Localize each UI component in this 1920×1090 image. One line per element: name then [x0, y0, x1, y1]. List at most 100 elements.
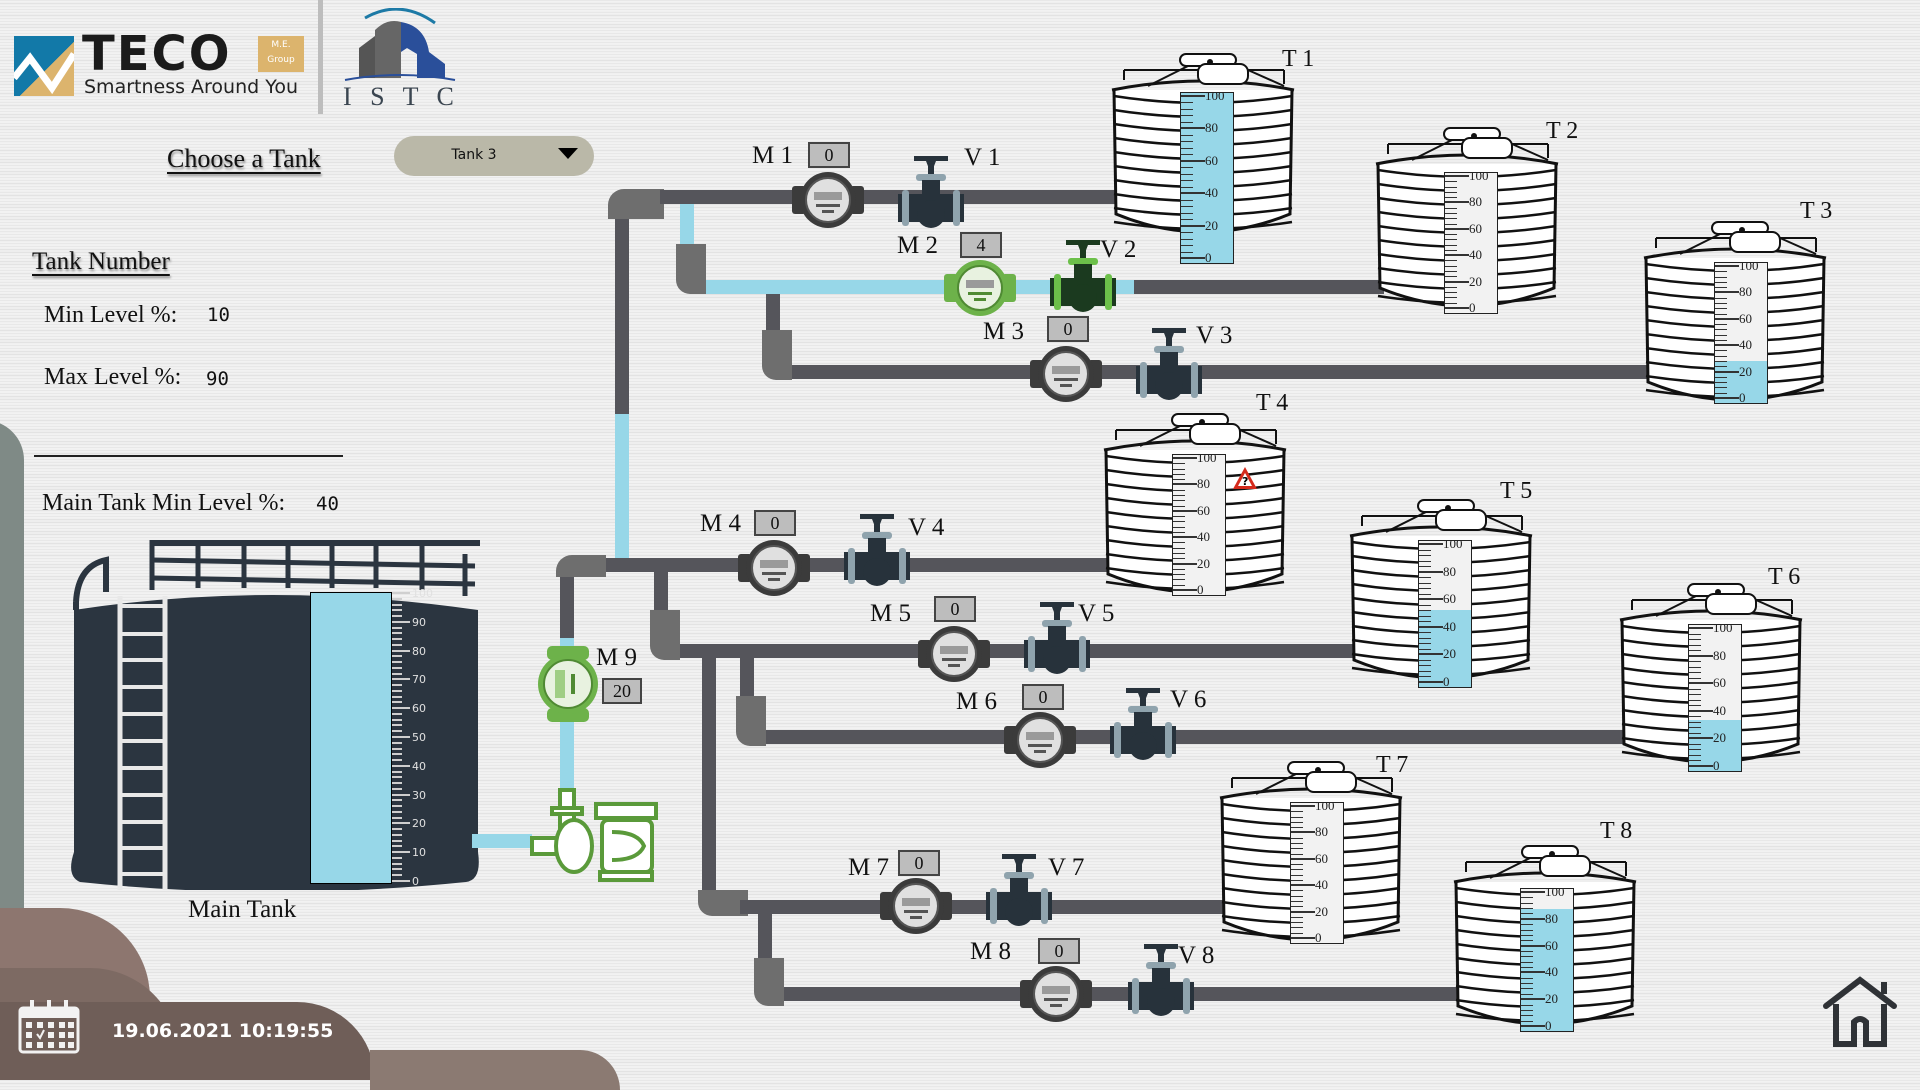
- valve-v1-label: V 1: [964, 144, 1001, 171]
- chevron-down-icon[interactable]: [558, 148, 578, 159]
- pipe-row-2-drop: [680, 204, 694, 244]
- tank-t6-water-fill: [1689, 719, 1741, 771]
- tank-scale-tick: [1689, 754, 1701, 756]
- tank-scale-tick: [1419, 543, 1443, 545]
- tank-scale-tick: [1689, 737, 1713, 740]
- valve-v5[interactable]: [1018, 598, 1096, 676]
- tank-scale-tick: [1689, 721, 1701, 723]
- tank-scale-tick: [1173, 584, 1185, 586]
- tank-t5-label: T 5: [1500, 478, 1533, 504]
- tank-scale-tick: [1445, 260, 1457, 262]
- tank-scale-tick: [1291, 831, 1315, 834]
- tank-select-dropdown[interactable]: Tank 3: [394, 136, 594, 176]
- tank-t4-warning-icon[interactable]: ?: [1232, 466, 1258, 490]
- main-tank-scale-tick: [392, 643, 402, 646]
- tank-scale-tick: [1291, 821, 1303, 823]
- tank-scale-tick: [1173, 542, 1185, 544]
- tank-scale-tick: [1181, 159, 1205, 162]
- meter-m4[interactable]: [738, 538, 810, 598]
- valve-v4[interactable]: [838, 510, 916, 588]
- tank-scale-tick: [1291, 879, 1303, 881]
- elbow-row-3: [762, 330, 792, 380]
- tank-scale-tick: [1173, 463, 1185, 465]
- tank-scale-tick: [1291, 848, 1303, 850]
- tank-scale-tick: [1419, 676, 1431, 678]
- tank-scale-tick: [1173, 473, 1185, 475]
- tank-scale-tick: [1291, 857, 1315, 860]
- tank-scale-tick: [1173, 509, 1197, 512]
- calendar-icon[interactable]: [18, 1000, 80, 1054]
- meter-m4-readout: 0: [754, 510, 796, 536]
- tank-scale-tick: [1173, 568, 1185, 570]
- tank-scale-tick: [1689, 743, 1701, 745]
- tank-scale-tick: [1173, 505, 1185, 507]
- meter-m9[interactable]: [533, 646, 603, 722]
- pipe-m9-upper: [560, 562, 574, 642]
- main-tank-scale-tick: [392, 638, 402, 641]
- pump-icon: [530, 788, 658, 882]
- valve-v1[interactable]: [892, 152, 970, 230]
- tank-scale-tick: [1521, 908, 1533, 910]
- main-tank-scale-tick: [392, 649, 410, 652]
- tank-scale-tick: [1521, 1009, 1533, 1011]
- meter-m3[interactable]: [1030, 344, 1102, 404]
- tank-scale-tick: [1291, 874, 1303, 876]
- valve-v3[interactable]: [1130, 324, 1208, 402]
- tank-scale-tick: [1181, 206, 1193, 208]
- main-tank-scale-tick: [392, 880, 410, 882]
- tank-scale-label: 40: [1315, 877, 1328, 893]
- tank-scale-tick: [1715, 329, 1727, 331]
- tank-scale-tick: [1445, 239, 1457, 241]
- meter-m2[interactable]: [944, 258, 1016, 318]
- tank-scale-tick: [1445, 201, 1469, 204]
- tank-scale-tick: [1445, 286, 1457, 288]
- tank-scale-tick: [1291, 842, 1303, 844]
- main-tank-scale-tick: [392, 816, 402, 819]
- main-tank-scale-tick: [392, 868, 402, 871]
- tank-scale-tick: [1291, 910, 1315, 913]
- tank-scale-tick: [1181, 180, 1193, 182]
- tank-scale-tick: [1419, 653, 1443, 656]
- tank-scale-tick: [1419, 621, 1431, 623]
- tank-scale-tick: [1173, 500, 1185, 502]
- tank-scale-label: 100: [1315, 802, 1335, 813]
- tank-scale-tick: [1521, 993, 1533, 995]
- tank-scale-tick: [1173, 483, 1197, 486]
- tank-scale-label: 40: [1545, 964, 1558, 980]
- tank-scale-tick: [1181, 186, 1193, 188]
- tank-t3-water-fill: [1715, 361, 1767, 403]
- meter-m6[interactable]: [1004, 710, 1076, 770]
- valve-v7[interactable]: [980, 850, 1058, 928]
- main-tank-scale-tick: [392, 707, 410, 710]
- tank-t5-water-fill: [1419, 609, 1471, 687]
- tank-scale-tick: [1689, 682, 1713, 685]
- tank-scale-tick: [1181, 115, 1193, 117]
- meter-m1[interactable]: [792, 170, 864, 230]
- tank-scale-tick: [1445, 280, 1469, 283]
- tank-scale-tick: [1445, 276, 1457, 278]
- pump[interactable]: [528, 786, 658, 882]
- main-tank-scale-tick: [392, 764, 410, 767]
- main-tank-scale-tick: [392, 874, 402, 877]
- tank-scale-tick: [1521, 998, 1545, 1001]
- valve-v2[interactable]: [1044, 236, 1122, 314]
- meter-m7[interactable]: [880, 876, 952, 936]
- home-button[interactable]: [1822, 976, 1898, 1048]
- tank-scale-tick: [1181, 154, 1193, 156]
- tank-t4-label: T 4: [1256, 390, 1289, 416]
- tank-scale-tick: [1419, 598, 1443, 601]
- meter-m6-label: M 6: [956, 688, 997, 715]
- valve-v8[interactable]: [1122, 940, 1200, 1018]
- tank-scale-label: 60: [1739, 310, 1752, 326]
- valve-v6[interactable]: [1104, 684, 1182, 762]
- info-divider: [34, 455, 343, 457]
- tank-scale-tick: [1521, 971, 1545, 974]
- meter-m5[interactable]: [918, 624, 990, 684]
- tank-scale-tick: [1445, 234, 1457, 236]
- meter-m8[interactable]: [1020, 964, 1092, 1024]
- tank-scale-label: 80: [1739, 284, 1752, 300]
- tank-scale-tick: [1715, 265, 1739, 267]
